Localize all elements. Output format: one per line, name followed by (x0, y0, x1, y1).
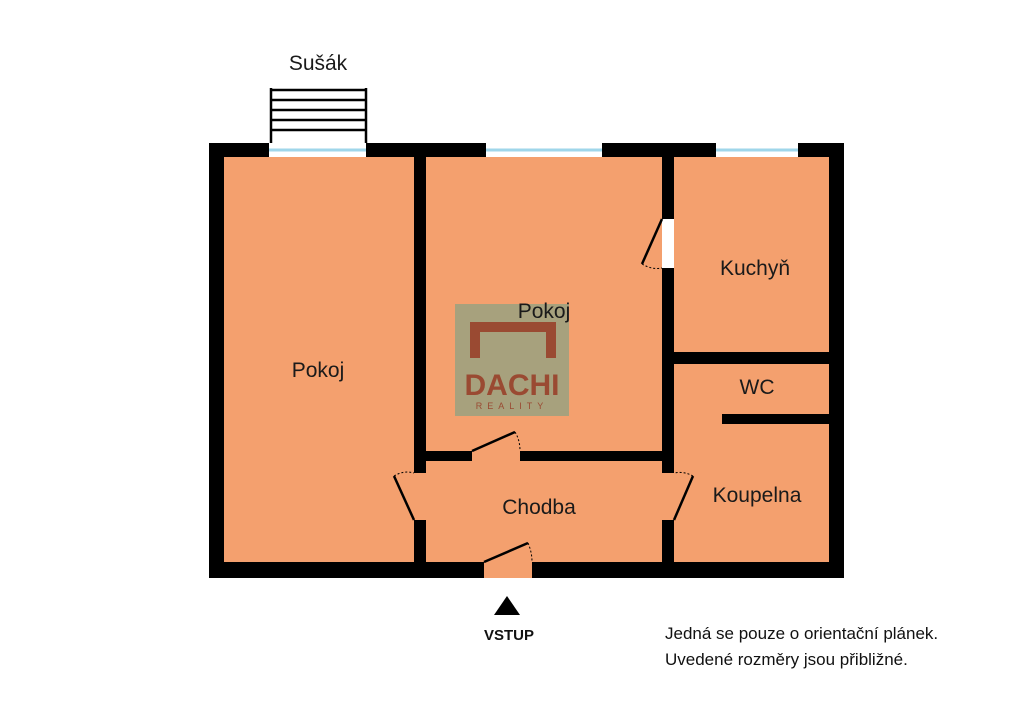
door-left-swing (393, 471, 415, 477)
wall-pokoj-chodba-left (426, 451, 472, 461)
label-chodba: Chodba (502, 496, 576, 519)
wall-pokoj-chodba-right (520, 451, 662, 461)
floor-pokoj-left (224, 157, 414, 562)
floor-door-gap (484, 562, 532, 578)
dachi-logo: DACHI REALITY (455, 304, 569, 416)
label-pokoj-left: Pokoj (292, 359, 345, 382)
wall-top-2 (366, 143, 486, 157)
floor-koupelna (674, 414, 829, 562)
door-pokoj-leaf (471, 430, 516, 453)
door-koupelna-swing (673, 471, 694, 477)
door-entrance-swing (527, 542, 533, 563)
label-pokoj-center: Pokoj (518, 300, 571, 323)
logo-subtext: REALITY (476, 401, 549, 411)
wall-bottom-left (209, 562, 484, 578)
susak-rack (269, 88, 368, 143)
label-vstup: VSTUP (484, 627, 534, 644)
wall-inner-b-mid (662, 268, 674, 473)
wall-wc-koupelna (722, 414, 829, 424)
note-line-2: Uvedené rozměry jsou přibližné. (665, 650, 908, 669)
wall-top-3 (602, 143, 716, 157)
door-left-leaf (392, 475, 416, 521)
door-koupelna-leaf (672, 475, 695, 521)
room-floors (224, 157, 829, 578)
walls (209, 143, 844, 578)
floor-chodba (414, 449, 674, 562)
wall-right (829, 143, 844, 578)
floor-kuchyn (674, 157, 829, 352)
floor-wc (674, 364, 829, 414)
entrance-arrow-icon (494, 596, 520, 615)
door-entrance-leaf (483, 541, 529, 564)
wall-inner-a-lower (414, 520, 426, 562)
note-line-1: Jedná se pouze o orientační plánek. (665, 624, 939, 643)
label-susak: Sušák (289, 52, 348, 75)
wall-inner-b-upper (662, 157, 674, 219)
logo-text: DACHI (465, 369, 560, 402)
wall-inner-b-lower (662, 520, 674, 562)
door-pokoj-swing (514, 431, 521, 452)
label-wc: WC (740, 376, 775, 399)
wall-kitchen-wc (674, 352, 829, 364)
windows (269, 146, 798, 154)
wall-bottom-right (532, 562, 844, 578)
wall-inner-a-upper (414, 157, 426, 473)
label-kuchyn: Kuchyň (720, 257, 790, 280)
label-koupelna: Koupelna (713, 484, 802, 507)
door-kitchen-leaf (640, 218, 664, 265)
doors (392, 218, 695, 564)
wall-left (209, 143, 224, 578)
logo-frame-shape (470, 322, 556, 358)
door-kitchen-swing (641, 263, 663, 269)
room-labels: Sušák Pokoj Pokoj Kuchyň WC Koupelna Cho… (289, 52, 802, 644)
